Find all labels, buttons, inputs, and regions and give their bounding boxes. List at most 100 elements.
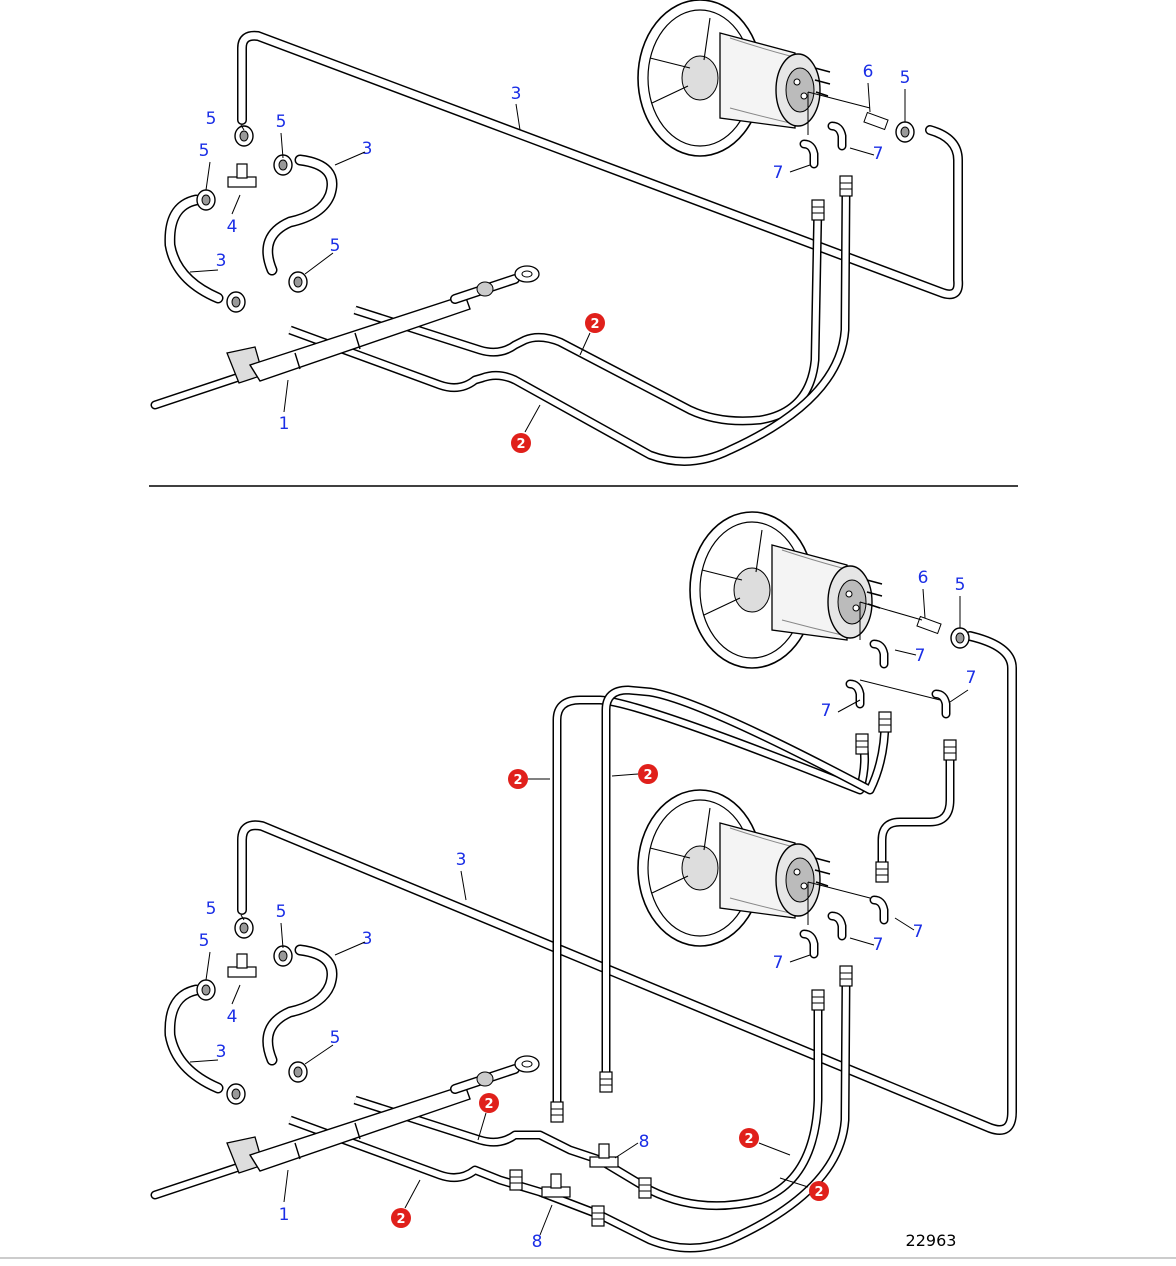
nipple bbox=[916, 615, 942, 635]
callout-label: 5 bbox=[955, 575, 966, 595]
svg-text:2: 2 bbox=[513, 773, 522, 788]
fitting bbox=[875, 861, 889, 883]
callout-label: 4 bbox=[227, 217, 238, 237]
callout-label: 1 bbox=[279, 414, 290, 434]
callout-label: 5 bbox=[206, 109, 217, 129]
red-callout: 2 bbox=[739, 1128, 759, 1148]
callout-label: 7 bbox=[913, 922, 924, 942]
bottom-diagram: 5 5 5 4 3 3 5 3 1 6 5 7 7 7 7 7 7 2 2 bbox=[155, 511, 1017, 1253]
callout-label: 3 bbox=[511, 84, 522, 104]
washer bbox=[196, 979, 216, 1001]
fitting bbox=[811, 199, 825, 221]
callout-label: 3 bbox=[216, 1042, 227, 1062]
callout-label: 8 bbox=[532, 1232, 543, 1252]
tee-fitting-8 bbox=[541, 1173, 571, 1198]
callout-label: 5 bbox=[900, 68, 911, 88]
top-diagram: 5 5 5 4 3 3 5 3 1 6 5 7 7 2 2 bbox=[155, 0, 964, 466]
callout-label: 3 bbox=[362, 929, 373, 949]
washer bbox=[226, 1083, 246, 1105]
callout-label: 5 bbox=[199, 141, 210, 161]
red-callout: 2 bbox=[809, 1181, 829, 1201]
bottom-callout-labels: 5 5 5 4 3 3 5 3 1 6 5 7 7 7 7 7 7 2 2 bbox=[189, 568, 977, 1252]
washer bbox=[226, 291, 246, 313]
fitting bbox=[839, 965, 853, 987]
short-hoses-bottom bbox=[164, 944, 338, 1094]
red-callout: 2 bbox=[638, 764, 658, 784]
svg-text:2: 2 bbox=[590, 317, 599, 332]
red-callout: 2 bbox=[511, 433, 531, 453]
elbow-fitting bbox=[936, 694, 946, 714]
washer bbox=[196, 189, 216, 211]
washer bbox=[273, 945, 293, 967]
callout-label: 5 bbox=[276, 112, 287, 132]
washer bbox=[234, 917, 254, 939]
elbow-fitting bbox=[832, 126, 842, 146]
callout-label: 7 bbox=[821, 701, 832, 721]
callout-label: 5 bbox=[276, 902, 287, 922]
callout-label: 6 bbox=[918, 568, 929, 588]
callout-label: 5 bbox=[330, 236, 341, 256]
hoses-2-bottom bbox=[288, 977, 851, 1253]
washer bbox=[288, 271, 308, 293]
svg-text:2: 2 bbox=[516, 437, 525, 452]
svg-text:2: 2 bbox=[643, 768, 652, 783]
tee-fitting bbox=[227, 953, 257, 978]
fitting bbox=[638, 1177, 652, 1199]
elbow-fitting bbox=[804, 144, 814, 164]
helm-pump-upper bbox=[689, 511, 883, 669]
short-hoses-top bbox=[164, 154, 338, 304]
tee-fitting bbox=[227, 163, 257, 188]
fitting bbox=[509, 1169, 523, 1191]
washer bbox=[950, 627, 970, 649]
helm-pump-top bbox=[637, 0, 831, 157]
steering-cylinder-top bbox=[155, 266, 539, 405]
callout-label: 8 bbox=[639, 1132, 650, 1152]
hoses-2-top bbox=[288, 187, 851, 466]
fitting bbox=[550, 1101, 564, 1123]
callout-label: 1 bbox=[279, 1205, 290, 1225]
callout-label: 3 bbox=[216, 251, 227, 271]
nipple bbox=[863, 111, 889, 131]
washer bbox=[234, 125, 254, 147]
elbow-fitting bbox=[874, 900, 884, 920]
fitting bbox=[855, 733, 869, 755]
callout-label: 7 bbox=[773, 163, 784, 183]
callout-label: 5 bbox=[199, 931, 210, 951]
callout-label: 6 bbox=[863, 62, 874, 82]
svg-text:2: 2 bbox=[396, 1212, 405, 1227]
figure-number: 22963 bbox=[906, 1231, 957, 1250]
callout-label: 5 bbox=[206, 899, 217, 919]
callout-label: 7 bbox=[873, 144, 884, 164]
helm-pump-lower bbox=[637, 789, 831, 947]
fitting bbox=[599, 1071, 613, 1093]
fitting bbox=[878, 711, 892, 733]
callout-label: 7 bbox=[915, 646, 926, 666]
fitting bbox=[811, 989, 825, 1011]
fitting bbox=[591, 1205, 605, 1227]
red-callout: 2 bbox=[585, 313, 605, 333]
elbow-fitting bbox=[832, 916, 842, 936]
fitting bbox=[943, 739, 957, 761]
red-callout: 2 bbox=[391, 1208, 411, 1228]
callout-label: 5 bbox=[330, 1028, 341, 1048]
red-callout: 2 bbox=[508, 769, 528, 789]
hoses-2-vertical bbox=[552, 685, 955, 1105]
washer bbox=[895, 121, 915, 143]
svg-text:2: 2 bbox=[484, 1097, 493, 1112]
callout-label: 3 bbox=[362, 139, 373, 159]
callout-label: 7 bbox=[873, 935, 884, 955]
callout-label: 4 bbox=[227, 1007, 238, 1027]
top-callout-labels: 5 5 5 4 3 3 5 3 1 6 5 7 7 2 2 bbox=[189, 62, 911, 453]
svg-text:2: 2 bbox=[744, 1132, 753, 1147]
elbow-fitting bbox=[804, 934, 814, 954]
hose-3-top bbox=[237, 30, 964, 300]
callout-label: 3 bbox=[456, 850, 467, 870]
callout-label: 7 bbox=[966, 668, 977, 688]
svg-text:2: 2 bbox=[814, 1185, 823, 1200]
fitting bbox=[839, 175, 853, 197]
callout-label: 7 bbox=[773, 953, 784, 973]
elbow-fitting bbox=[874, 644, 884, 664]
red-callout: 2 bbox=[479, 1093, 499, 1113]
washer bbox=[288, 1061, 308, 1083]
